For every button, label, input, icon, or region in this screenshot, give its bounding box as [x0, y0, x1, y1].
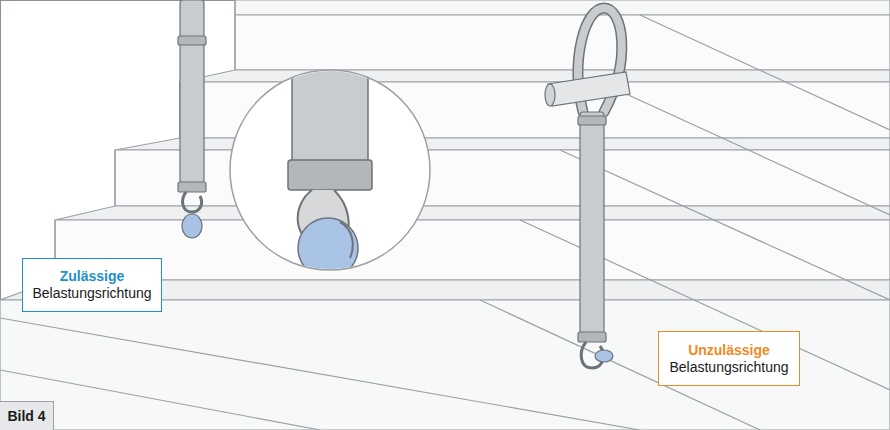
left-sling [178, 0, 206, 238]
forbidden-label-box: UnzulässigeBelastungsrichtung [658, 331, 800, 386]
detail-zoom [230, 60, 430, 278]
permitted-label-box: ZulässigeBelastungsrichtung [22, 258, 162, 312]
label-text: Bild 4 [7, 408, 45, 425]
figure-tab: Bild 4 [0, 401, 54, 430]
label-heading: Unzulässige [688, 342, 770, 359]
label-text: Belastungsrichtung [669, 359, 788, 376]
label-text: Belastungsrichtung [32, 285, 151, 302]
right-sling [545, 8, 630, 368]
label-heading: Zulässige [60, 268, 125, 285]
